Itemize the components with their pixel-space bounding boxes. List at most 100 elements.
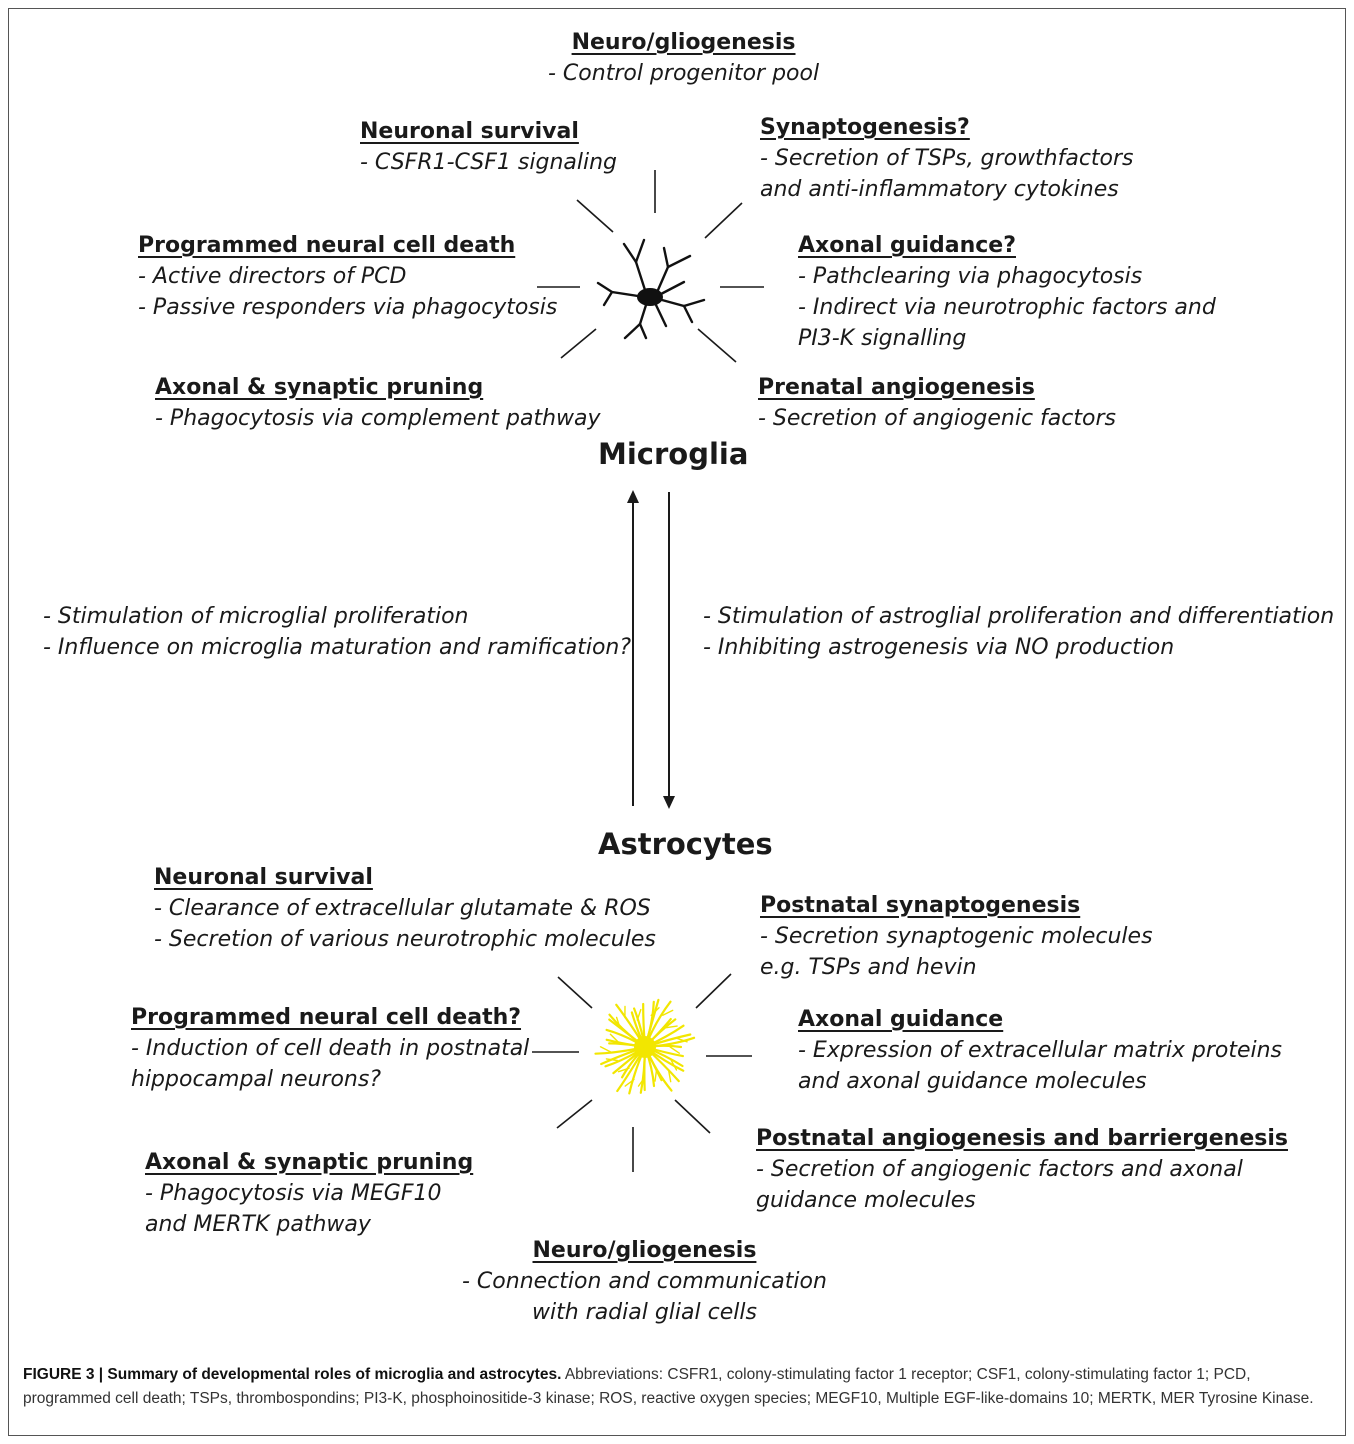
astrocyte-spokes bbox=[532, 973, 752, 1172]
astrocyte-branch bbox=[668, 1070, 672, 1083]
heading: Neuronal survival bbox=[154, 865, 373, 890]
mg-programmed-death: Programmed neural cell death - Active di… bbox=[138, 230, 557, 323]
astrocyte-process bbox=[643, 1045, 656, 1088]
caption-text: Abbreviations: CSFR1, colony-stimulating… bbox=[23, 1366, 1314, 1407]
heading: Synaptogenesis? bbox=[760, 115, 970, 140]
desc-line: - Secretion of TSPs, growthfactors bbox=[760, 146, 1134, 171]
astrocyte-process bbox=[639, 1045, 647, 1094]
as-neuronal-survival: Neuronal survival - Clearance of extrace… bbox=[154, 862, 656, 955]
spoke-lower-left bbox=[556, 1099, 593, 1129]
astrocyte-branch bbox=[662, 1009, 674, 1016]
as-neuro-gliogenesis: Neuro/gliogenesis - Connection and commu… bbox=[462, 1235, 827, 1328]
desc-line: - Passive responders via phagocytosis bbox=[138, 295, 558, 320]
desc-line: hippocampal neurons? bbox=[131, 1067, 382, 1092]
mg-synaptogenesis: Synaptogenesis? - Secretion of TSPs, gro… bbox=[760, 112, 1134, 205]
heading: Axonal guidance? bbox=[798, 233, 1016, 258]
desc-line: - Control progenitor pool bbox=[548, 61, 820, 86]
desc-line: and anti-inflammatory cytokines bbox=[760, 177, 1119, 202]
astrocyte-process bbox=[594, 1045, 647, 1055]
desc-line: with radial glial cells bbox=[531, 1300, 757, 1325]
astrocyte-branch bbox=[599, 1046, 611, 1053]
desc-line: and axonal guidance molecules bbox=[798, 1069, 1147, 1094]
desc-line: - Secretion of angiogenic factors and ax… bbox=[756, 1157, 1243, 1182]
effect-line: - Stimulation of microglial proliferatio… bbox=[43, 604, 469, 629]
microglia-spokes bbox=[537, 170, 764, 363]
astrocyte-process bbox=[642, 1002, 647, 1049]
astrocyte-process bbox=[643, 1018, 677, 1049]
spoke-top-left bbox=[576, 199, 614, 233]
figure-frame bbox=[8, 8, 1346, 1436]
astrocyte-branch bbox=[636, 1008, 642, 1021]
effect-line: - Inhibiting astrogenesis via NO product… bbox=[703, 635, 1175, 660]
spoke-bottom-right bbox=[697, 328, 737, 363]
mg-neuronal-survival: Neuronal survival - CSFR1-CSF1 signaling bbox=[360, 116, 617, 178]
microglia-label: Microglia bbox=[598, 437, 749, 471]
spoke-top-right bbox=[704, 202, 743, 239]
heading: Axonal & synaptic pruning bbox=[155, 375, 484, 400]
heading: Neuro/gliogenesis bbox=[571, 30, 796, 55]
desc-line: e.g. TSPs and hevin bbox=[760, 955, 977, 980]
spoke-upper-right bbox=[695, 973, 732, 1009]
desc-line: - Clearance of extracellular glutamate &… bbox=[154, 896, 651, 921]
astrocyte-branch bbox=[669, 1046, 680, 1054]
astrocyte-process bbox=[643, 1000, 672, 1049]
astrocyte-branch bbox=[617, 1067, 630, 1073]
astrocyte-branch bbox=[665, 1025, 678, 1029]
desc-line: - Secretion synaptogenic molecules bbox=[760, 924, 1153, 949]
caption-label: FIGURE 3 | Summary of developmental role… bbox=[23, 1366, 562, 1383]
spoke-bottom-left bbox=[560, 328, 597, 359]
astrocyte-process bbox=[605, 1038, 647, 1049]
desc-line: - Pathclearing via phagocytosis bbox=[798, 264, 1143, 289]
astro-to-microglia-effects: - Stimulation of microglial proliferatio… bbox=[43, 601, 631, 663]
astrocyte-process bbox=[643, 1036, 696, 1049]
as-programmed-death: Programmed neural cell death? - Inductio… bbox=[131, 1002, 529, 1095]
as-axonal-guidance: Axonal guidance - Expression of extracel… bbox=[798, 1004, 1282, 1097]
microglia-cell-icon bbox=[596, 238, 706, 340]
as-synaptogenesis: Postnatal synaptogenesis - Secretion syn… bbox=[760, 890, 1153, 983]
as-angiogenesis: Postnatal angiogenesis and barriergenesi… bbox=[756, 1123, 1288, 1216]
heading: Postnatal angiogenesis and barriergenesi… bbox=[756, 1126, 1288, 1151]
astrocyte-branch bbox=[654, 1069, 658, 1082]
arrow-up-head bbox=[627, 490, 639, 503]
astrocyte-branch bbox=[609, 1033, 619, 1043]
desc-line: - Phagocytosis via MEGF10 bbox=[145, 1181, 442, 1206]
astrocytes-label: Astrocytes bbox=[598, 827, 773, 861]
desc-line: - CSFR1-CSF1 signaling bbox=[360, 150, 618, 175]
heading: Postnatal synaptogenesis bbox=[760, 893, 1081, 918]
effect-line: - Stimulation of astroglial proliferatio… bbox=[703, 604, 1335, 629]
effect-line: - Influence on microglia maturation and … bbox=[43, 635, 632, 660]
mg-axonal-guidance: Axonal guidance? - Pathclearing via phag… bbox=[798, 230, 1216, 354]
astrocyte-branch bbox=[624, 1078, 635, 1087]
mg-angiogenesis: Prenatal angiogenesis - Secretion of ang… bbox=[758, 372, 1116, 434]
figure-caption: FIGURE 3 | Summary of developmental role… bbox=[23, 1363, 1323, 1411]
astrocyte-process bbox=[608, 1013, 647, 1049]
interaction-arrows bbox=[627, 490, 675, 809]
desc-line: - Secretion of various neurotrophic mole… bbox=[154, 927, 656, 952]
heading: Neuro/gliogenesis bbox=[532, 1238, 757, 1263]
heading: Neuronal survival bbox=[360, 119, 579, 144]
heading: Programmed neural cell death bbox=[138, 233, 516, 258]
desc-line: - Active directors of PCD bbox=[138, 264, 407, 289]
heading: Axonal & synaptic pruning bbox=[145, 1150, 474, 1175]
desc-line: - Phagocytosis via complement pathway bbox=[155, 406, 601, 431]
desc-line: - Secretion of angiogenic factors bbox=[758, 406, 1116, 431]
desc-line: - Indirect via neurotrophic factors and bbox=[798, 295, 1216, 320]
heading: Programmed neural cell death? bbox=[131, 1005, 522, 1030]
astrocyte-process bbox=[643, 1045, 680, 1083]
mg-pruning: Axonal & synaptic pruning - Phagocytosis… bbox=[155, 372, 601, 434]
astrocyte-cell-icon bbox=[594, 998, 696, 1095]
desc-line: and MERTK pathway bbox=[145, 1212, 371, 1237]
heading: Prenatal angiogenesis bbox=[758, 375, 1035, 400]
desc-line: - Induction of cell death in postnatal bbox=[131, 1036, 530, 1061]
microglia-to-astro-effects: - Stimulation of astroglial proliferatio… bbox=[703, 601, 1334, 663]
mg-neuro-gliogenesis: Neuro/gliogenesis - Control progenitor p… bbox=[548, 27, 819, 89]
arrow-down-head bbox=[663, 796, 675, 809]
heading: Axonal guidance bbox=[798, 1007, 1004, 1032]
desc-line: - Connection and communication bbox=[462, 1269, 827, 1294]
spoke-upper-left bbox=[557, 976, 593, 1009]
desc-line: guidance molecules bbox=[756, 1188, 976, 1213]
as-pruning: Axonal & synaptic pruning - Phagocytosis… bbox=[145, 1147, 473, 1240]
desc-line: PI3-K signalling bbox=[798, 326, 967, 351]
spoke-lower-right bbox=[674, 1099, 711, 1134]
